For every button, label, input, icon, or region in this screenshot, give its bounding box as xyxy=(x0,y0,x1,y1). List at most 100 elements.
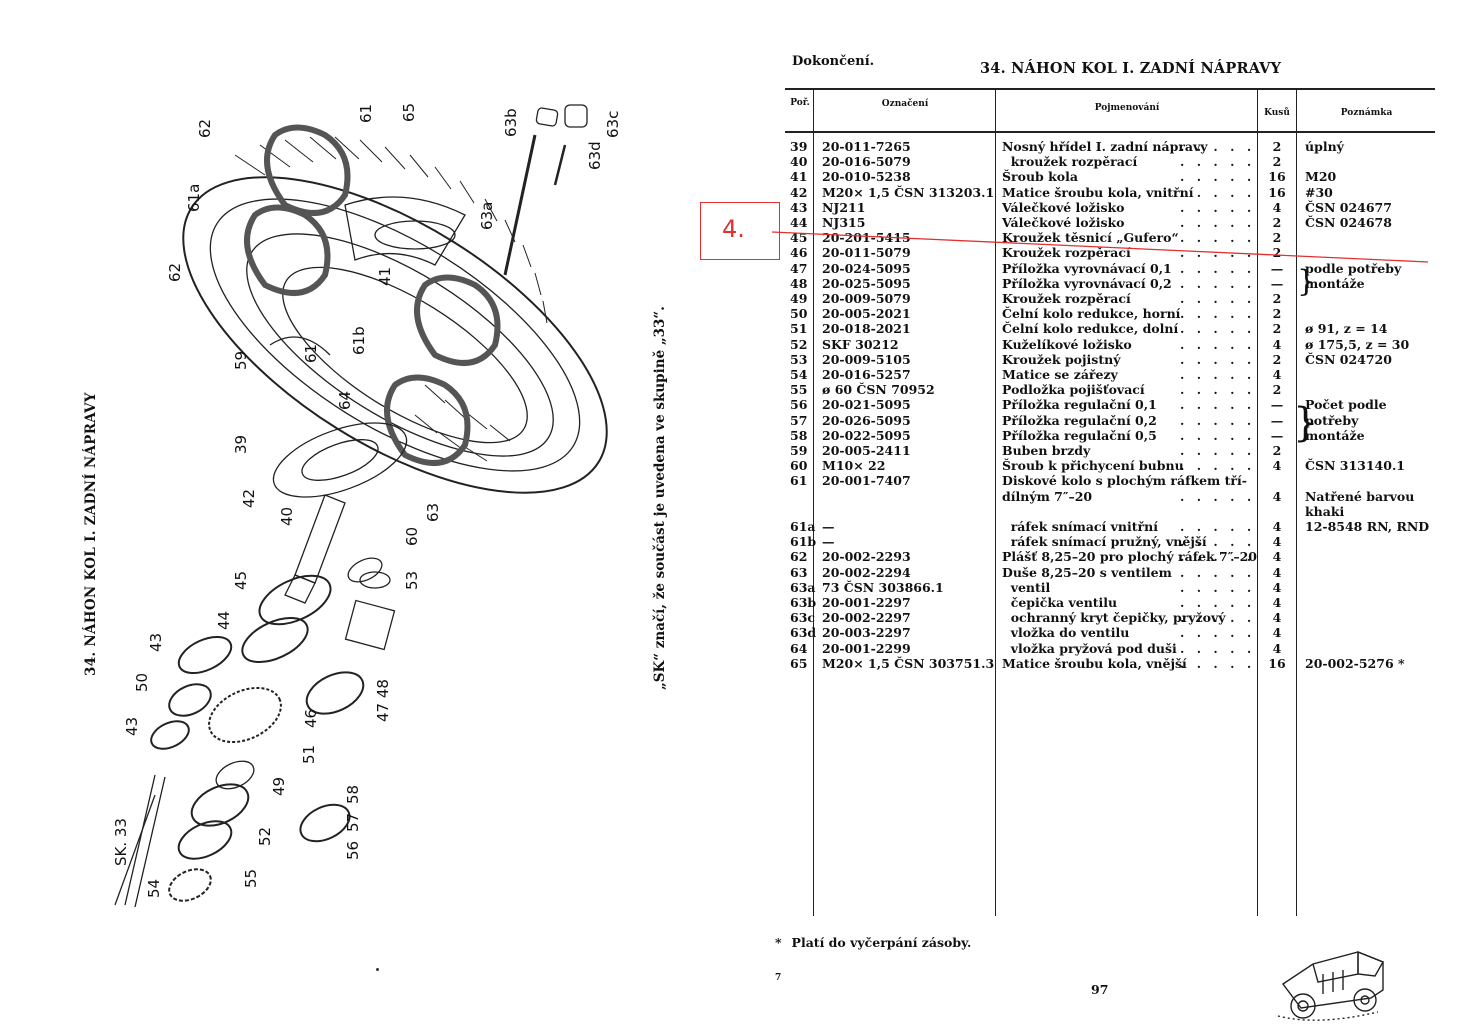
row-oznaceni: — xyxy=(822,534,835,550)
leader-dots: . . . . . xyxy=(1180,549,1256,565)
leader-dots: . . . . . xyxy=(1180,169,1256,185)
row-oznaceni: 20-025-5095 xyxy=(822,275,911,291)
row-por: 43 xyxy=(790,199,808,215)
leader-dots: . . . . . xyxy=(1180,199,1256,215)
row-por: 60 xyxy=(790,458,808,474)
row-kusu: 2 xyxy=(1272,382,1282,398)
row-kusu: 4 xyxy=(1272,336,1282,352)
row-por: 49 xyxy=(790,291,808,306)
leader-dots: . . . . . xyxy=(1180,154,1256,170)
row-por: 63d xyxy=(790,625,817,641)
row-kusu: 2 xyxy=(1272,306,1282,322)
row-pojmenovani: Šroub kola xyxy=(1002,169,1078,185)
row-oznaceni: 20-002-2297 xyxy=(822,610,911,626)
leader-dots: . . . . . xyxy=(1180,412,1256,428)
footnote-text: Platí do vyčerpání zásoby. xyxy=(791,935,972,950)
row-kusu: 4 xyxy=(1272,625,1282,641)
row-pojmenovani: Matice šroubu kola, vnější xyxy=(1002,655,1187,671)
row-oznaceni: ø 60 ČSN 70952 xyxy=(822,382,935,398)
row-oznaceni: M20× 1,5 ČSN 313203.1 xyxy=(822,184,995,200)
row-oznaceni: 20-003-2297 xyxy=(822,625,911,641)
annotation-label: 4. xyxy=(722,215,745,243)
exploded-view-illustration xyxy=(114,104,608,908)
row-poznamka: montáže xyxy=(1305,275,1365,291)
leader-dots: . . . . . xyxy=(1180,291,1256,306)
leader-dots: . . . . . xyxy=(1180,579,1256,595)
col-header-kusu: Kusů xyxy=(1264,108,1290,118)
footnote-mark: * xyxy=(775,935,782,950)
col-divider-3 xyxy=(1257,90,1258,916)
leader-dots: . . . . . xyxy=(1180,610,1256,626)
row-pojmenovani: Podložka pojišťovací xyxy=(1002,382,1145,398)
col-divider-4 xyxy=(1296,90,1297,916)
row-pojmenovani: Příložka regulační 0,5 xyxy=(1002,427,1157,443)
row-poznamka: ČSN 024677 xyxy=(1305,199,1392,215)
row-oznaceni: 73 ČSN 303866.1 xyxy=(822,579,944,595)
row-oznaceni: 20-022-5095 xyxy=(822,427,911,443)
col-header-oznaceni: Označení xyxy=(881,99,929,109)
row-por: 40 xyxy=(790,154,808,170)
brace-56-58: } xyxy=(1293,400,1319,446)
row-oznaceni: 20-001-2297 xyxy=(822,595,911,610)
leader-dots: . . . . . xyxy=(1180,321,1256,337)
row-poznamka: potřeby xyxy=(1305,412,1359,428)
row-poznamka: khaki xyxy=(1305,503,1345,519)
leader-dots: . . . . . xyxy=(1180,382,1256,398)
row-oznaceni: 20-009-5079 xyxy=(822,291,911,306)
leader-dots: . . . . . xyxy=(1180,306,1256,322)
row-poznamka: montáže xyxy=(1305,427,1365,443)
row-oznaceni: 20-026-5095 xyxy=(822,412,911,428)
row-oznaceni: M10× 22 xyxy=(822,458,886,474)
row-kusu: 2 xyxy=(1272,443,1282,458)
row-por: 53 xyxy=(790,351,808,367)
row-poznamka: ČSN 024720 xyxy=(1305,351,1392,367)
leader-dots: . . . . . xyxy=(1180,519,1256,534)
row-pojmenovani: Matice se zářezy xyxy=(1002,367,1118,382)
row-pojmenovani: Válečkové ložisko xyxy=(1002,199,1125,215)
row-por: 46 xyxy=(790,245,808,261)
row-por: 51 xyxy=(790,321,808,337)
row-kusu: 2 xyxy=(1272,230,1282,246)
row-pojmenovani: Diskové kolo s plochým ráfkem tří- xyxy=(1002,473,1247,489)
left-page: 34. NÁHON KOL I. ZADNÍ NÁPRAVY „SK“ znač… xyxy=(83,103,668,971)
row-poznamka: ø 175,5, z = 30 xyxy=(1305,336,1410,352)
row-oznaceni: NJ211 xyxy=(822,199,866,215)
leader-dots: . . . . . xyxy=(1180,625,1256,641)
leader-dots: . . . . . xyxy=(1180,139,1256,154)
leader-dots: . . . . . xyxy=(1180,534,1256,550)
footnote: * Platí do vyčerpání zásoby. xyxy=(775,935,981,950)
row-oznaceni: 20-001-7407 xyxy=(822,473,911,489)
row-pojmenovani: kroužek rozpěrací xyxy=(1002,154,1138,170)
brace-47-48: } xyxy=(1297,264,1317,299)
row-oznaceni: 20-018-2021 xyxy=(822,321,911,337)
row-oznaceni: 20-010-5238 xyxy=(822,169,911,185)
row-pojmenovani: Kroužek rozpěrací xyxy=(1002,245,1131,261)
row-pojmenovani: Plášť 8,25–20 pro plochý ráfek 7″–20 xyxy=(1002,549,1257,565)
row-oznaceni: 20-016-5257 xyxy=(822,367,911,382)
row-oznaceni: 20-011-7265 xyxy=(822,139,911,154)
row-pojmenovani: Příložka vyrovnávací 0,1 xyxy=(1002,260,1172,276)
row-oznaceni: 20-201-5415 xyxy=(822,230,911,246)
row-poznamka: Počet podle xyxy=(1305,397,1387,413)
row-poznamka: M20 xyxy=(1305,169,1337,185)
row-pojmenovani: Kuželíkové ložisko xyxy=(1002,336,1132,352)
col-header-pojmenovani: Pojmenování xyxy=(1094,103,1160,113)
row-kusu: 4 xyxy=(1272,579,1282,595)
leader-dots: . . . . . xyxy=(1180,640,1256,656)
row-pojmenovani: ráfek snímací vnitřní xyxy=(1002,519,1158,534)
leader-dots: . . . . . xyxy=(1180,595,1256,610)
col-header-por: Poř. xyxy=(790,98,810,108)
row-pojmenovani: Příložka regulační 0,2 xyxy=(1002,412,1157,428)
leader-dots: . . . . . xyxy=(1180,260,1256,276)
row-kusu: 4 xyxy=(1272,367,1282,382)
row-pojmenovani: Kroužek rozpěrací xyxy=(1002,291,1131,306)
leader-dots: . . . . . xyxy=(1180,336,1256,352)
row-pojmenovani: ventil xyxy=(1002,579,1051,595)
row-pojmenovani: ráfek snímací pružný, vnější xyxy=(1002,534,1207,550)
row-pojmenovani: vložka pryžová pod duši xyxy=(1002,640,1177,656)
row-por: 62 xyxy=(790,549,808,565)
row-oznaceni: SKF 30212 xyxy=(822,336,899,352)
row-kusu: 4 xyxy=(1272,534,1282,550)
page-dot xyxy=(376,968,379,971)
